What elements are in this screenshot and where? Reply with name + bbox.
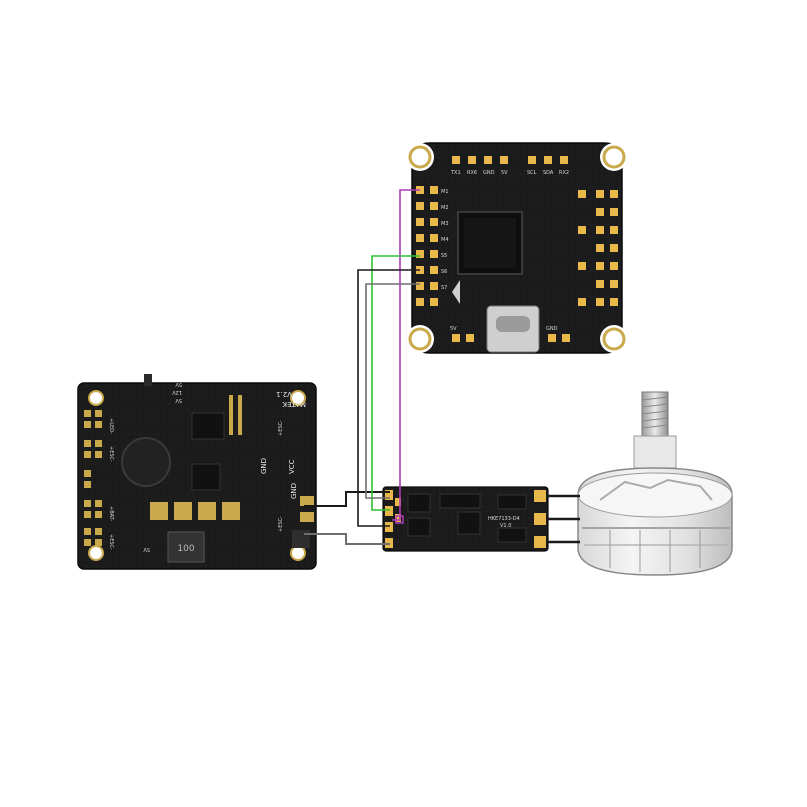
svg-text:5V: 5V [143,546,150,552]
brushless-motor [577,391,733,576]
svg-text:+ESC-: +ESC- [108,446,114,462]
svg-text:+ESC-: +ESC- [278,516,284,532]
pdb-right-pad-labels: +ESC- GND VCC +ESC- GND 5V [143,420,298,552]
svg-text:GND: GND [483,170,495,176]
svg-text:SDA: SDA [543,170,554,176]
signal-connector-dot [395,515,404,524]
wire-gray-ground [304,533,390,545]
pdb-brand-label: MATEK [282,400,306,408]
pdb-left-pad-labels: +LED- +ESC- +BAT- +ESC- [108,418,114,550]
svg-text:RX2: RX2 [559,170,569,176]
svg-text:5V: 5V [175,381,182,387]
svg-text:S5: S5 [441,253,447,259]
svg-text:GND: GND [260,458,268,474]
fc-bottom-labels: 5V GND [450,326,558,332]
flight-controller-board: TX1 RX6 GND 5V SCL SDA RX2 M1 M2 M3 M4 S… [406,142,628,354]
pdb-voltage-labels: 5V 12V 5V [172,381,182,403]
svg-text:5V: 5V [501,170,508,176]
svg-text:GND: GND [290,483,298,499]
svg-text:+ESC-: +ESC- [108,534,114,550]
esc-version-label: V1.0 [500,523,511,529]
wire-esc-to-motor [546,494,580,544]
svg-text:M1: M1 [441,189,449,195]
fc-left-pad-labels: M1 M2 M3 M4 S5 S6 S7 [441,189,449,291]
svg-text:M4: M4 [441,237,449,243]
svg-text:S6: S6 [441,269,447,275]
svg-text:TX1: TX1 [450,170,461,176]
wire-pdb-to-esc-power [304,491,390,545]
wire-fc-to-esc-signal [357,189,420,527]
wire-green-signal [371,255,420,511]
svg-text:S7: S7 [441,285,447,291]
svg-text:+BAT-: +BAT- [108,506,114,521]
fc-right-pads [578,190,618,306]
wire-black-power [304,491,390,507]
wire-black-signal [357,269,420,527]
svg-text:5V: 5V [450,326,457,332]
pdb-version-label: V2.1 [276,390,292,398]
svg-text:RX6: RX6 [467,170,477,176]
svg-text:5V: 5V [175,397,182,403]
fc-bottom-pads [452,334,570,342]
svg-text:M2: M2 [441,205,449,211]
svg-text:+LED-: +LED- [108,418,114,434]
svg-text:GND: GND [546,326,558,332]
svg-text:M3: M3 [441,221,449,227]
fc-top-pads [452,156,568,164]
fc-top-pad-labels: TX1 RX6 GND 5V SCL SDA RX2 [450,170,569,176]
esc-board: HKE7133-D4 V1.0 [382,486,549,552]
pdb-inductor-label: 100 [177,544,194,554]
power-distribution-board: 100 MATEK V2.1 5V 12V 5V +LED- +ESC- +BA… [77,374,317,570]
svg-text:12V: 12V [172,389,182,395]
svg-text:VCC: VCC [288,459,296,474]
wire-gray-signal [365,283,420,499]
svg-text:+ESC-: +ESC- [278,420,284,436]
esc-model-label: HKE7133-D4 [488,516,520,522]
svg-text:SCL: SCL [527,170,537,176]
